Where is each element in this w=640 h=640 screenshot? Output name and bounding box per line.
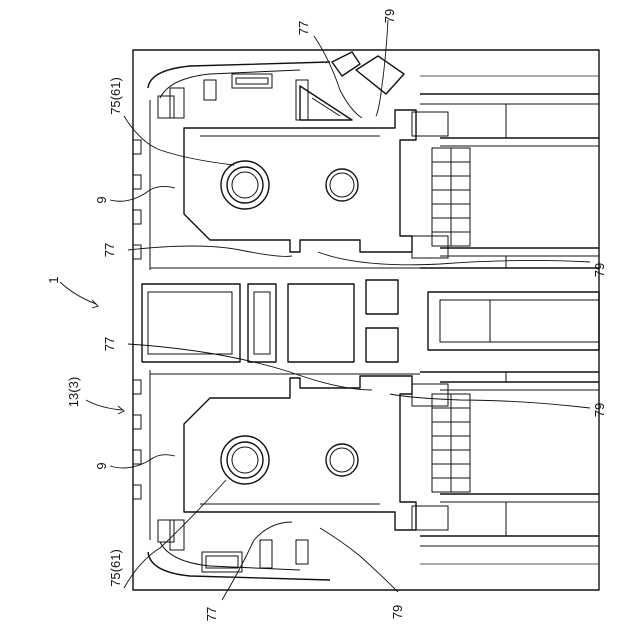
upper-ribs bbox=[412, 112, 470, 258]
lower-terminal bbox=[184, 376, 416, 530]
label-79-top: 79 bbox=[382, 9, 397, 23]
label-77-upper-mid: 77 bbox=[102, 243, 117, 257]
outer-frame bbox=[133, 50, 599, 590]
middle-cells bbox=[142, 268, 420, 374]
upper-small-bolt bbox=[326, 169, 358, 201]
label-13-3: 13(3) bbox=[66, 377, 81, 407]
label-77-bottom: 77 bbox=[204, 607, 219, 621]
upper-terminal bbox=[184, 110, 416, 252]
label-79-lower-right: 79 bbox=[592, 403, 607, 417]
label-77-top: 77 bbox=[296, 21, 311, 35]
label-9-bottom: 9 bbox=[94, 462, 109, 469]
label-77-lower-mid: 77 bbox=[102, 337, 117, 351]
label-79-bottom: 79 bbox=[390, 605, 405, 619]
label-75-61-top: 75(61) bbox=[108, 77, 123, 115]
right-channels bbox=[420, 76, 599, 564]
reference-labels: 1 13(3) 75(61) 75(61) 9 9 77 77 77 77 79… bbox=[46, 9, 607, 621]
label-75-61-bottom: 75(61) bbox=[108, 549, 123, 587]
label-9-top: 9 bbox=[94, 196, 109, 203]
top-corner-details bbox=[158, 52, 404, 120]
label-1: 1 bbox=[46, 276, 61, 283]
lower-small-bolt bbox=[326, 444, 358, 476]
lower-large-bolt bbox=[221, 436, 269, 484]
lower-ribs bbox=[412, 384, 470, 530]
housing-outline bbox=[148, 62, 330, 580]
upper-large-bolt bbox=[221, 161, 269, 209]
center-connector bbox=[428, 292, 599, 350]
label-79-upper-right: 79 bbox=[592, 263, 607, 277]
leader-lines bbox=[60, 20, 590, 600]
